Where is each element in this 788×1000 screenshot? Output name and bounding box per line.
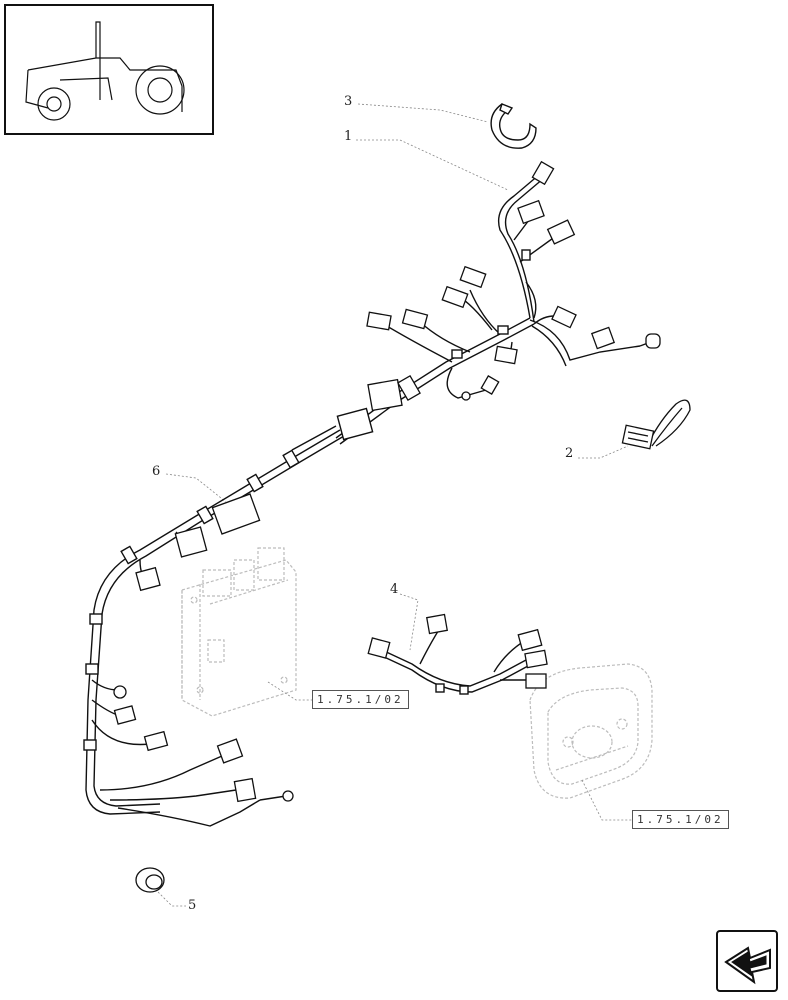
part-2-jumper (621, 399, 691, 450)
callout-2: 2 (565, 446, 574, 461)
leader-3 (357, 103, 489, 123)
part-5-grommet (135, 867, 165, 893)
small-harness-connectors (367, 613, 548, 689)
part-3-grommet (490, 103, 537, 149)
ecu-leader-line (267, 681, 312, 701)
next-page-arrow-icon[interactable] (724, 946, 771, 985)
callout-4: 4 (390, 582, 399, 597)
leader-4 (399, 593, 419, 651)
long-harness-connectors (113, 493, 294, 803)
callout-6: 6 (152, 464, 161, 479)
part-6-long-harness (83, 407, 374, 827)
callout-1: 1 (344, 129, 353, 144)
panel-leader-line (581, 779, 632, 821)
leader-2 (578, 445, 629, 459)
navigation-button[interactable] (716, 930, 778, 992)
ecu-reference-box[interactable]: 1.75.1/02 (312, 690, 409, 709)
leader-1 (356, 139, 509, 191)
callout-5: 5 (188, 898, 197, 913)
callout-3: 3 (344, 94, 353, 109)
tractor-thumbnail-frame (4, 4, 214, 135)
leader-5 (157, 891, 186, 907)
part-4-small-harness (381, 627, 530, 695)
harness-connectors (366, 160, 661, 412)
tractor-thumbnail-icon (25, 21, 185, 121)
leader-6 (165, 473, 227, 503)
ghost-instrument-panel (529, 663, 653, 799)
ghost-ecu-unit (181, 547, 297, 717)
panel-reference-box[interactable]: 1.75.1/02 (632, 810, 729, 829)
